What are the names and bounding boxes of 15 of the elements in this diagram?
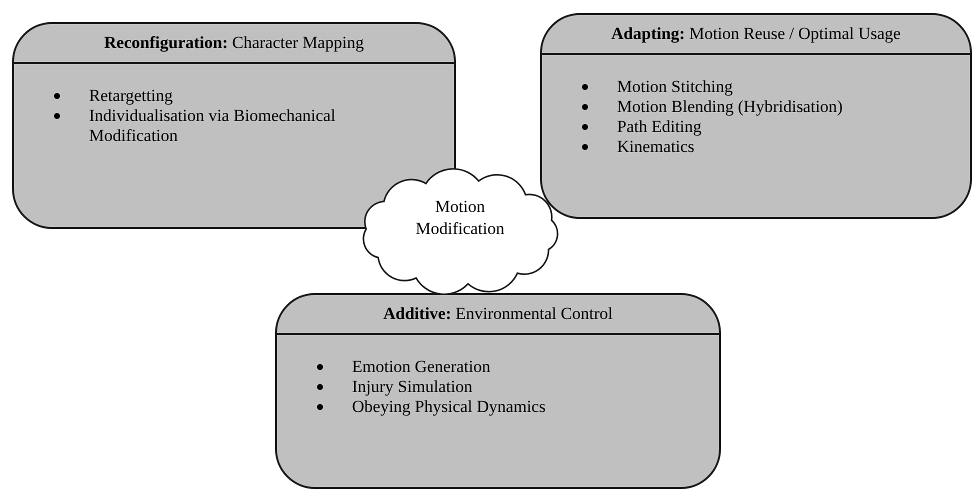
list-item: Retargetting	[89, 86, 173, 106]
list-item: Individualisation via Biomechanical Modification	[89, 106, 336, 146]
list-item: Emotion Generation	[352, 357, 490, 377]
list-item: Kinematics	[617, 137, 694, 157]
list-item: Path Editing	[617, 117, 702, 137]
list-item: Injury Simulation	[352, 377, 472, 397]
rounded-box	[275, 293, 721, 489]
box-heading: Reconfiguration: Character Mapping	[104, 33, 364, 53]
rounded-box	[540, 13, 972, 219]
list-item: Motion Stitching	[617, 77, 733, 97]
box-heading: Adapting: Motion Reuse / Optimal Usage	[611, 24, 901, 44]
cloud-label: Motion Modification	[414, 196, 506, 240]
box-heading: Additive: Environmental Control	[383, 304, 613, 324]
list-item: Obeying Physical Dynamics	[352, 397, 546, 417]
list-item: Motion Blending (Hybridisation)	[617, 97, 843, 117]
